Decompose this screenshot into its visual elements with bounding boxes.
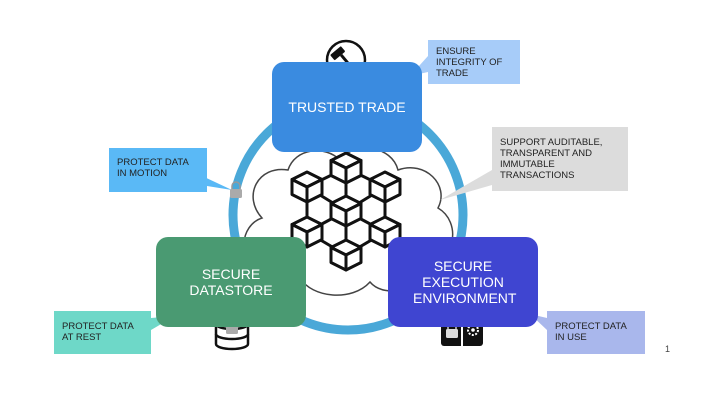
callout-audit-text: SUPPORT AUDITABLE, TRANSPARENT AND IMMUT… — [500, 137, 603, 181]
secure-execution-label: SECURE EXECUTION ENVIRONMENT — [413, 258, 517, 306]
cube — [329, 151, 363, 185]
callout-use: PROTECT DATA IN USE — [547, 311, 645, 354]
cube — [290, 170, 324, 204]
page-number: 1 — [665, 344, 671, 354]
callout-integrity: ENSURE INTEGRITY OF TRADE — [428, 40, 520, 84]
blockchain-cubes-icon — [290, 151, 402, 272]
trusted-trade-label: TRUSTED TRADE — [288, 99, 406, 115]
pointer-audit — [440, 170, 492, 200]
cube — [368, 170, 402, 204]
callout-rest-text: PROTECT DATA AT REST — [62, 321, 134, 343]
cube — [290, 215, 324, 249]
cloud-outline — [243, 147, 454, 296]
cube — [368, 215, 402, 249]
pointer-motion — [200, 175, 232, 190]
callout-audit: SUPPORT AUDITABLE, TRANSPARENT AND IMMUT… — [492, 127, 628, 191]
trusted-trade-box: TRUSTED TRADE — [272, 62, 422, 152]
callout-integrity-text: ENSURE INTEGRITY OF TRADE — [436, 46, 503, 79]
callout-motion: PROTECT DATA IN MOTION — [109, 148, 207, 192]
secure-datastore-label: SECURE DATASTORE — [189, 266, 273, 298]
callout-use-text: PROTECT DATA IN USE — [555, 321, 627, 343]
callout-rest: PROTECT DATA AT REST — [54, 311, 151, 354]
padlock-icon — [230, 181, 242, 198]
cube — [329, 238, 363, 272]
secure-execution-box: SECURE EXECUTION ENVIRONMENT — [388, 237, 538, 327]
secure-datastore-box: SECURE DATASTORE — [156, 237, 306, 327]
cube — [329, 194, 363, 228]
callout-motion-text: PROTECT DATA IN MOTION — [117, 157, 189, 179]
